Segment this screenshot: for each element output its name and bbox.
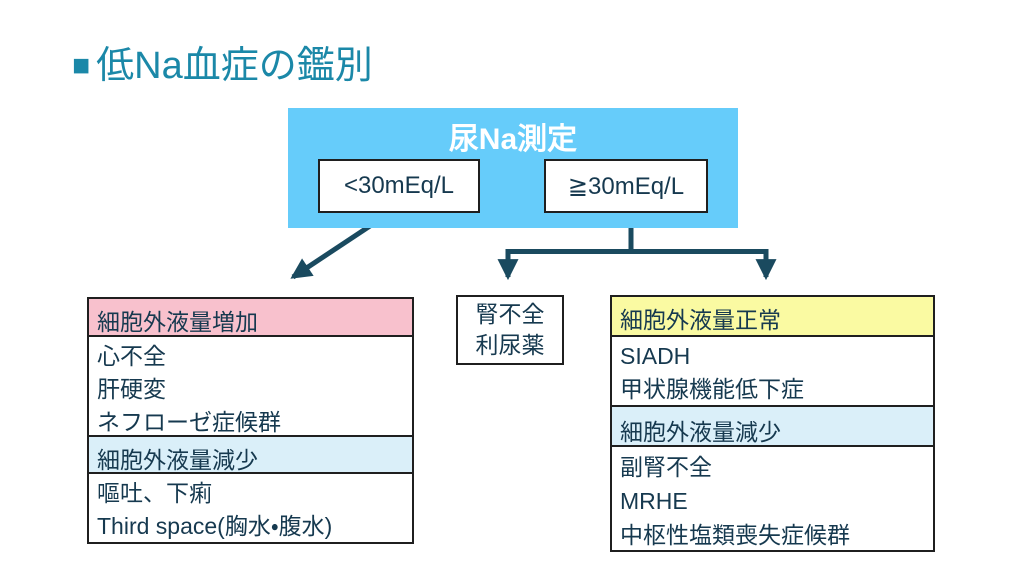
list-item: 副腎不全 — [620, 454, 712, 480]
list-item: 甲状腺機能低下症 — [620, 376, 804, 402]
urine-na-decision-box: 尿Na測定 <30mEq/L ≧30mEq/L — [288, 108, 738, 228]
right-table-header-ecf-decrease: 細胞外液量減少 — [612, 405, 933, 445]
left-table-body-ecf-decrease: 嘔吐、下痢 Third space(胸水・腹水) — [89, 472, 412, 542]
list-item: Third space(胸水・腹水) — [97, 513, 333, 539]
urine-na-title: 尿Na測定 — [448, 123, 578, 156]
page-title-text: 低Na血症の鑑別 — [96, 45, 373, 87]
list-item: 心不全 — [97, 343, 166, 369]
left-table-body-ecf-increase: 心不全 肝硬変 ネフローゼ症候群 — [89, 335, 412, 435]
list-item: ネフローゼ症候群 — [97, 409, 281, 435]
right-table-body-ecf-decrease: 副腎不全 MRHE 中枢性塩類喪失症候群 — [612, 445, 933, 550]
left-outcome-table: 細胞外液量増加 心不全 肝硬変 ネフローゼ症候群 細胞外液量減少 嘔吐、下痢 T… — [87, 297, 414, 544]
left-table-header-ecf-increase: 細胞外液量増加 — [89, 299, 412, 335]
page-title: ■ 低Na血症の鑑別 — [72, 42, 373, 90]
list-item: 利尿薬 — [475, 332, 545, 358]
list-item: MRHE — [620, 488, 688, 514]
branch-under-30: <30mEq/L — [318, 159, 480, 213]
right-table-body-ecf-normal: SIADH 甲状腺機能低下症 — [612, 335, 933, 405]
left-table-header-ecf-decrease: 細胞外液量減少 — [89, 435, 412, 472]
renal-failure-diuretics-box: 腎不全 利尿薬 — [456, 295, 564, 365]
list-item: SIADH — [620, 343, 691, 369]
title-square-bullet-icon: ■ — [72, 49, 91, 82]
list-item: 腎不全 — [475, 301, 545, 327]
right-outcome-table: 細胞外液量正常 SIADH 甲状腺機能低下症 細胞外液量減少 副腎不全 MRHE… — [610, 295, 935, 552]
list-item: 嘔吐、下痢 — [97, 480, 212, 506]
branch-over-30: ≧30mEq/L — [544, 159, 708, 213]
list-item: 中枢性塩類喪失症候群 — [620, 522, 850, 548]
list-item: 肝硬変 — [97, 376, 166, 402]
right-table-header-ecf-normal: 細胞外液量正常 — [612, 297, 933, 335]
